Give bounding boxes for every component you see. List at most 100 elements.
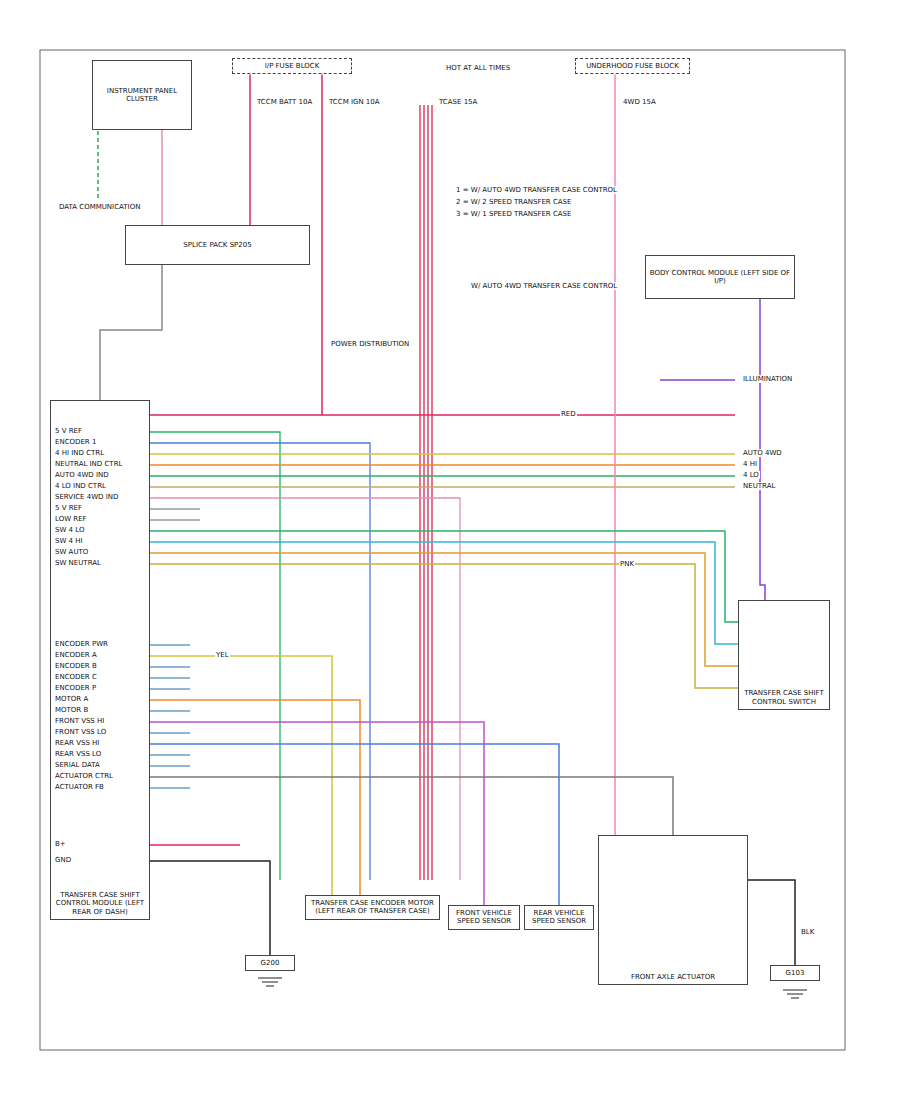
wire xyxy=(150,542,738,644)
pin-name: ENCODER PWR xyxy=(54,640,109,648)
node-text: TRANSFER CASE ENCODER MOTOR (LEFT REAR O… xyxy=(309,899,436,916)
wire xyxy=(150,564,738,688)
motor-box: TRANSFER CASE ENCODER MOTOR (LEFT REAR O… xyxy=(305,895,440,920)
sensor-box: REAR VEHICLE SPEED SENSOR xyxy=(524,905,594,930)
pin-name: ENCODER C xyxy=(54,673,98,681)
fuse-block: I/P FUSE BLOCK xyxy=(232,58,352,74)
fuse-label: 4WD 15A xyxy=(622,98,657,106)
pin-name: ACTUATOR CTRL xyxy=(54,772,114,780)
switch-position: 4 LO xyxy=(742,471,760,479)
pin-name: REAR VSS HI xyxy=(54,739,100,747)
pin-name: ENCODER A xyxy=(54,651,98,659)
pin-name: LOW REF xyxy=(54,515,88,523)
fuse-label: TCASE 15A xyxy=(438,98,478,106)
pin-name: 5 V REF xyxy=(54,427,83,435)
node-text: I/P FUSE BLOCK xyxy=(236,62,348,70)
pin-name: FRONT VSS LO xyxy=(54,728,107,736)
fuse-label: TCCM BATT 10A xyxy=(256,98,313,106)
pin-name: FRONT VSS HI xyxy=(54,717,105,725)
wire xyxy=(161,130,163,225)
wire xyxy=(150,861,270,955)
pin-name: SERIAL DATA xyxy=(54,761,101,769)
data-wire xyxy=(97,131,99,199)
reference: DATA COMMUNICATION xyxy=(58,203,141,211)
fuse-label: TCCM IGN 10A xyxy=(328,98,381,106)
pin-name: GND xyxy=(54,856,72,864)
signal-wire xyxy=(150,475,735,476)
note: 2 = W/ 2 SPEED TRANSFER CASE xyxy=(455,198,572,206)
pin-name: NEUTRAL IND CTRL xyxy=(54,460,123,468)
switch-position: AUTO 4WD xyxy=(742,449,783,457)
signal-wire xyxy=(150,464,735,465)
pin-name: AUTO 4WD IND xyxy=(54,471,110,479)
signal-wire xyxy=(150,486,735,487)
splice-pack: SPLICE PACK SP205 xyxy=(125,225,310,265)
control-module: BODY CONTROL MODULE (LEFT SIDE OF I/P) xyxy=(645,255,795,299)
note: 1 = W/ AUTO 4WD TRANSFER CASE CONTROL xyxy=(455,186,618,194)
wire xyxy=(150,700,360,895)
wire xyxy=(150,531,738,622)
wire xyxy=(150,656,332,895)
node-text: FRONT VEHICLE SPEED SENSOR xyxy=(452,909,516,926)
wire xyxy=(100,265,162,400)
pin-name: SW NEUTRAL xyxy=(54,559,102,567)
wire-color: YEL xyxy=(215,651,230,659)
pin-name: 4 HI IND CTRL xyxy=(54,449,105,457)
cluster-box: INSTRUMENT PANEL CLUSTER xyxy=(92,60,192,130)
pin-stub xyxy=(150,645,190,788)
wire xyxy=(150,777,673,835)
wire xyxy=(150,553,738,666)
node-text: FRONT AXLE ACTUATOR xyxy=(602,973,744,981)
node-text: SPLICE PACK SP205 xyxy=(129,241,306,249)
signal-wire xyxy=(150,498,460,880)
pin-name: 4 LO IND CTRL xyxy=(54,482,107,490)
note: W/ AUTO 4WD TRANSFER CASE CONTROL xyxy=(470,282,618,290)
ground-box: G103 xyxy=(770,965,820,981)
pin-name: SW AUTO xyxy=(54,548,89,556)
ground-box: G200 xyxy=(245,955,295,971)
pin-name: MOTOR A xyxy=(54,695,89,703)
pin-name: ENCODER B xyxy=(54,662,98,670)
signal-wire xyxy=(150,453,735,454)
pin-name: REAR VSS LO xyxy=(54,750,102,758)
battery-wire xyxy=(150,844,240,846)
ground-symbol xyxy=(783,990,807,998)
node-text: UNDERHOOD FUSE BLOCK xyxy=(579,62,686,70)
actuator-box: FRONT AXLE ACTUATOR xyxy=(598,835,748,985)
power-bundle xyxy=(420,105,432,880)
switch-position: ILLUMINATION xyxy=(742,375,793,383)
wire xyxy=(150,722,484,905)
fuse-block: UNDERHOOD FUSE BLOCK xyxy=(575,58,690,74)
pin-name: 5 V REF xyxy=(54,504,83,512)
ground-symbol xyxy=(258,978,282,986)
node-text: G200 xyxy=(249,959,291,967)
node-text: INSTRUMENT PANEL CLUSTER xyxy=(96,87,188,104)
wire-color: BLK xyxy=(800,928,815,936)
wire xyxy=(150,744,559,905)
pin-name: ENCODER P xyxy=(54,684,97,692)
illumination-wire xyxy=(660,379,735,381)
pin-name: ACTUATOR FB xyxy=(54,783,105,791)
pin-stub xyxy=(150,509,200,520)
pin-name: SW 4 HI xyxy=(54,537,84,545)
wire xyxy=(249,74,251,225)
pin-name: B+ xyxy=(54,840,67,848)
wire-color: PNK xyxy=(619,560,635,568)
note: 3 = W/ 1 SPEED TRANSFER CASE xyxy=(455,210,572,218)
page-frame xyxy=(40,50,845,1050)
pin-name: SERVICE 4WD IND xyxy=(54,493,119,501)
battery-wire xyxy=(322,414,735,416)
switch-position: NEUTRAL xyxy=(742,482,776,490)
reference: POWER DISTRIBUTION xyxy=(330,340,410,348)
pin-name: SW 4 LO xyxy=(54,526,85,534)
pin-name: ENCODER 1 xyxy=(54,438,97,446)
signal-wire xyxy=(150,443,370,880)
node-text: TRANSFER CASE SHIFT CONTROL SWITCH xyxy=(742,689,826,706)
node-text: G103 xyxy=(774,969,816,977)
wire xyxy=(748,880,795,965)
switch-box: TRANSFER CASE SHIFT CONTROL SWITCH xyxy=(738,600,830,710)
node-text: BODY CONTROL MODULE (LEFT SIDE OF I/P) xyxy=(649,269,791,286)
pin-name: MOTOR B xyxy=(54,706,89,714)
